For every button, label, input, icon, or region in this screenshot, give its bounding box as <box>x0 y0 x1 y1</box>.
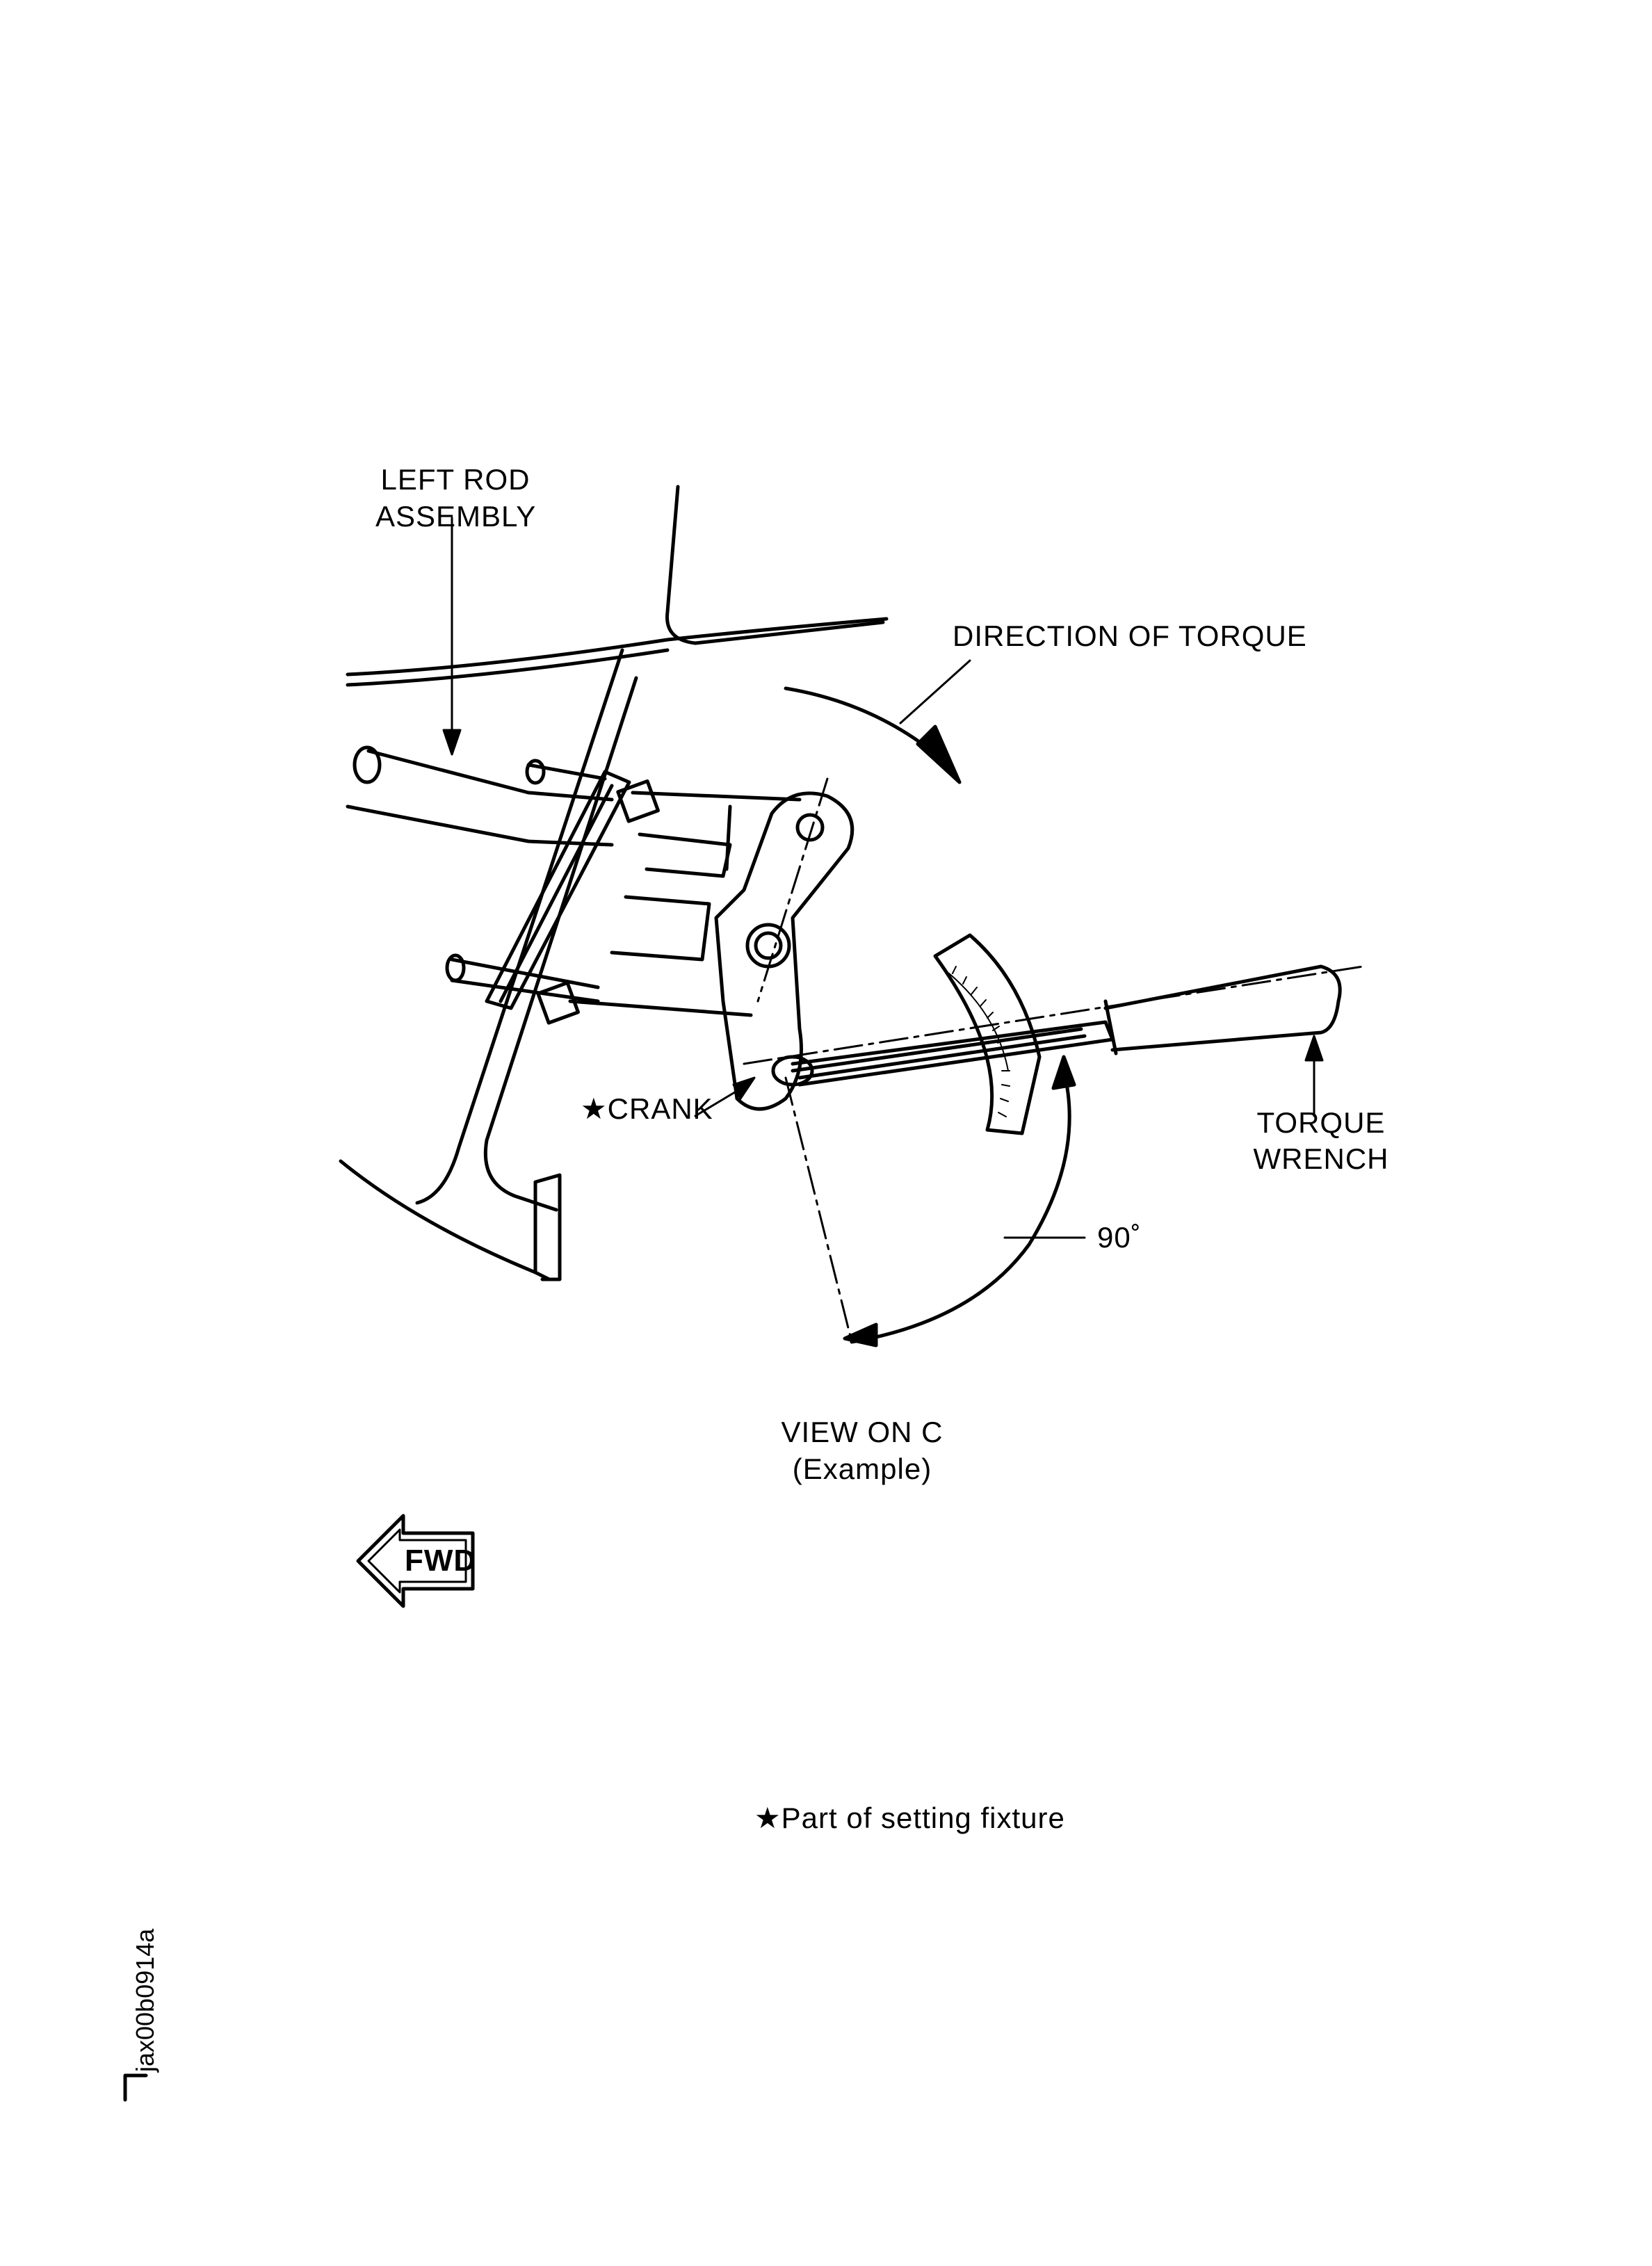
fwd-label: FWD <box>405 1544 477 1578</box>
crank <box>714 791 855 1111</box>
centre-lines <box>743 777 1364 1343</box>
direction-of-torque-label: DIRECTION OF TORQUE <box>953 620 1307 652</box>
left-rod-assembly <box>346 745 614 1003</box>
crank-label: ★CRANK <box>581 1092 713 1125</box>
footnote: ★Part of setting fixture <box>754 1802 1065 1834</box>
fixture-plate <box>485 770 802 1025</box>
figure-code: jax00b0914a <box>131 1928 159 2072</box>
torque-wrench-label-line2: WRENCH <box>1253 1142 1389 1175</box>
angle-label: 90˚ <box>1097 1221 1142 1254</box>
torque-scale <box>933 933 1042 1135</box>
example-label: (Example) <box>792 1452 932 1485</box>
torque-wrench-label-line1: TORQUE <box>1256 1106 1386 1139</box>
torque-direction-arrow <box>784 686 962 784</box>
corner-mark <box>123 2073 148 2102</box>
left-rod-label-line1: LEFT ROD <box>380 463 531 496</box>
airframe-structure <box>339 485 889 1281</box>
leader-lines <box>442 517 1324 1239</box>
fwd-arrow <box>356 1514 475 1608</box>
angle-arc <box>843 1055 1076 1348</box>
left-rod-label-line2: ASSEMBLY <box>375 500 537 533</box>
view-label: VIEW ON C <box>781 1416 944 1448</box>
